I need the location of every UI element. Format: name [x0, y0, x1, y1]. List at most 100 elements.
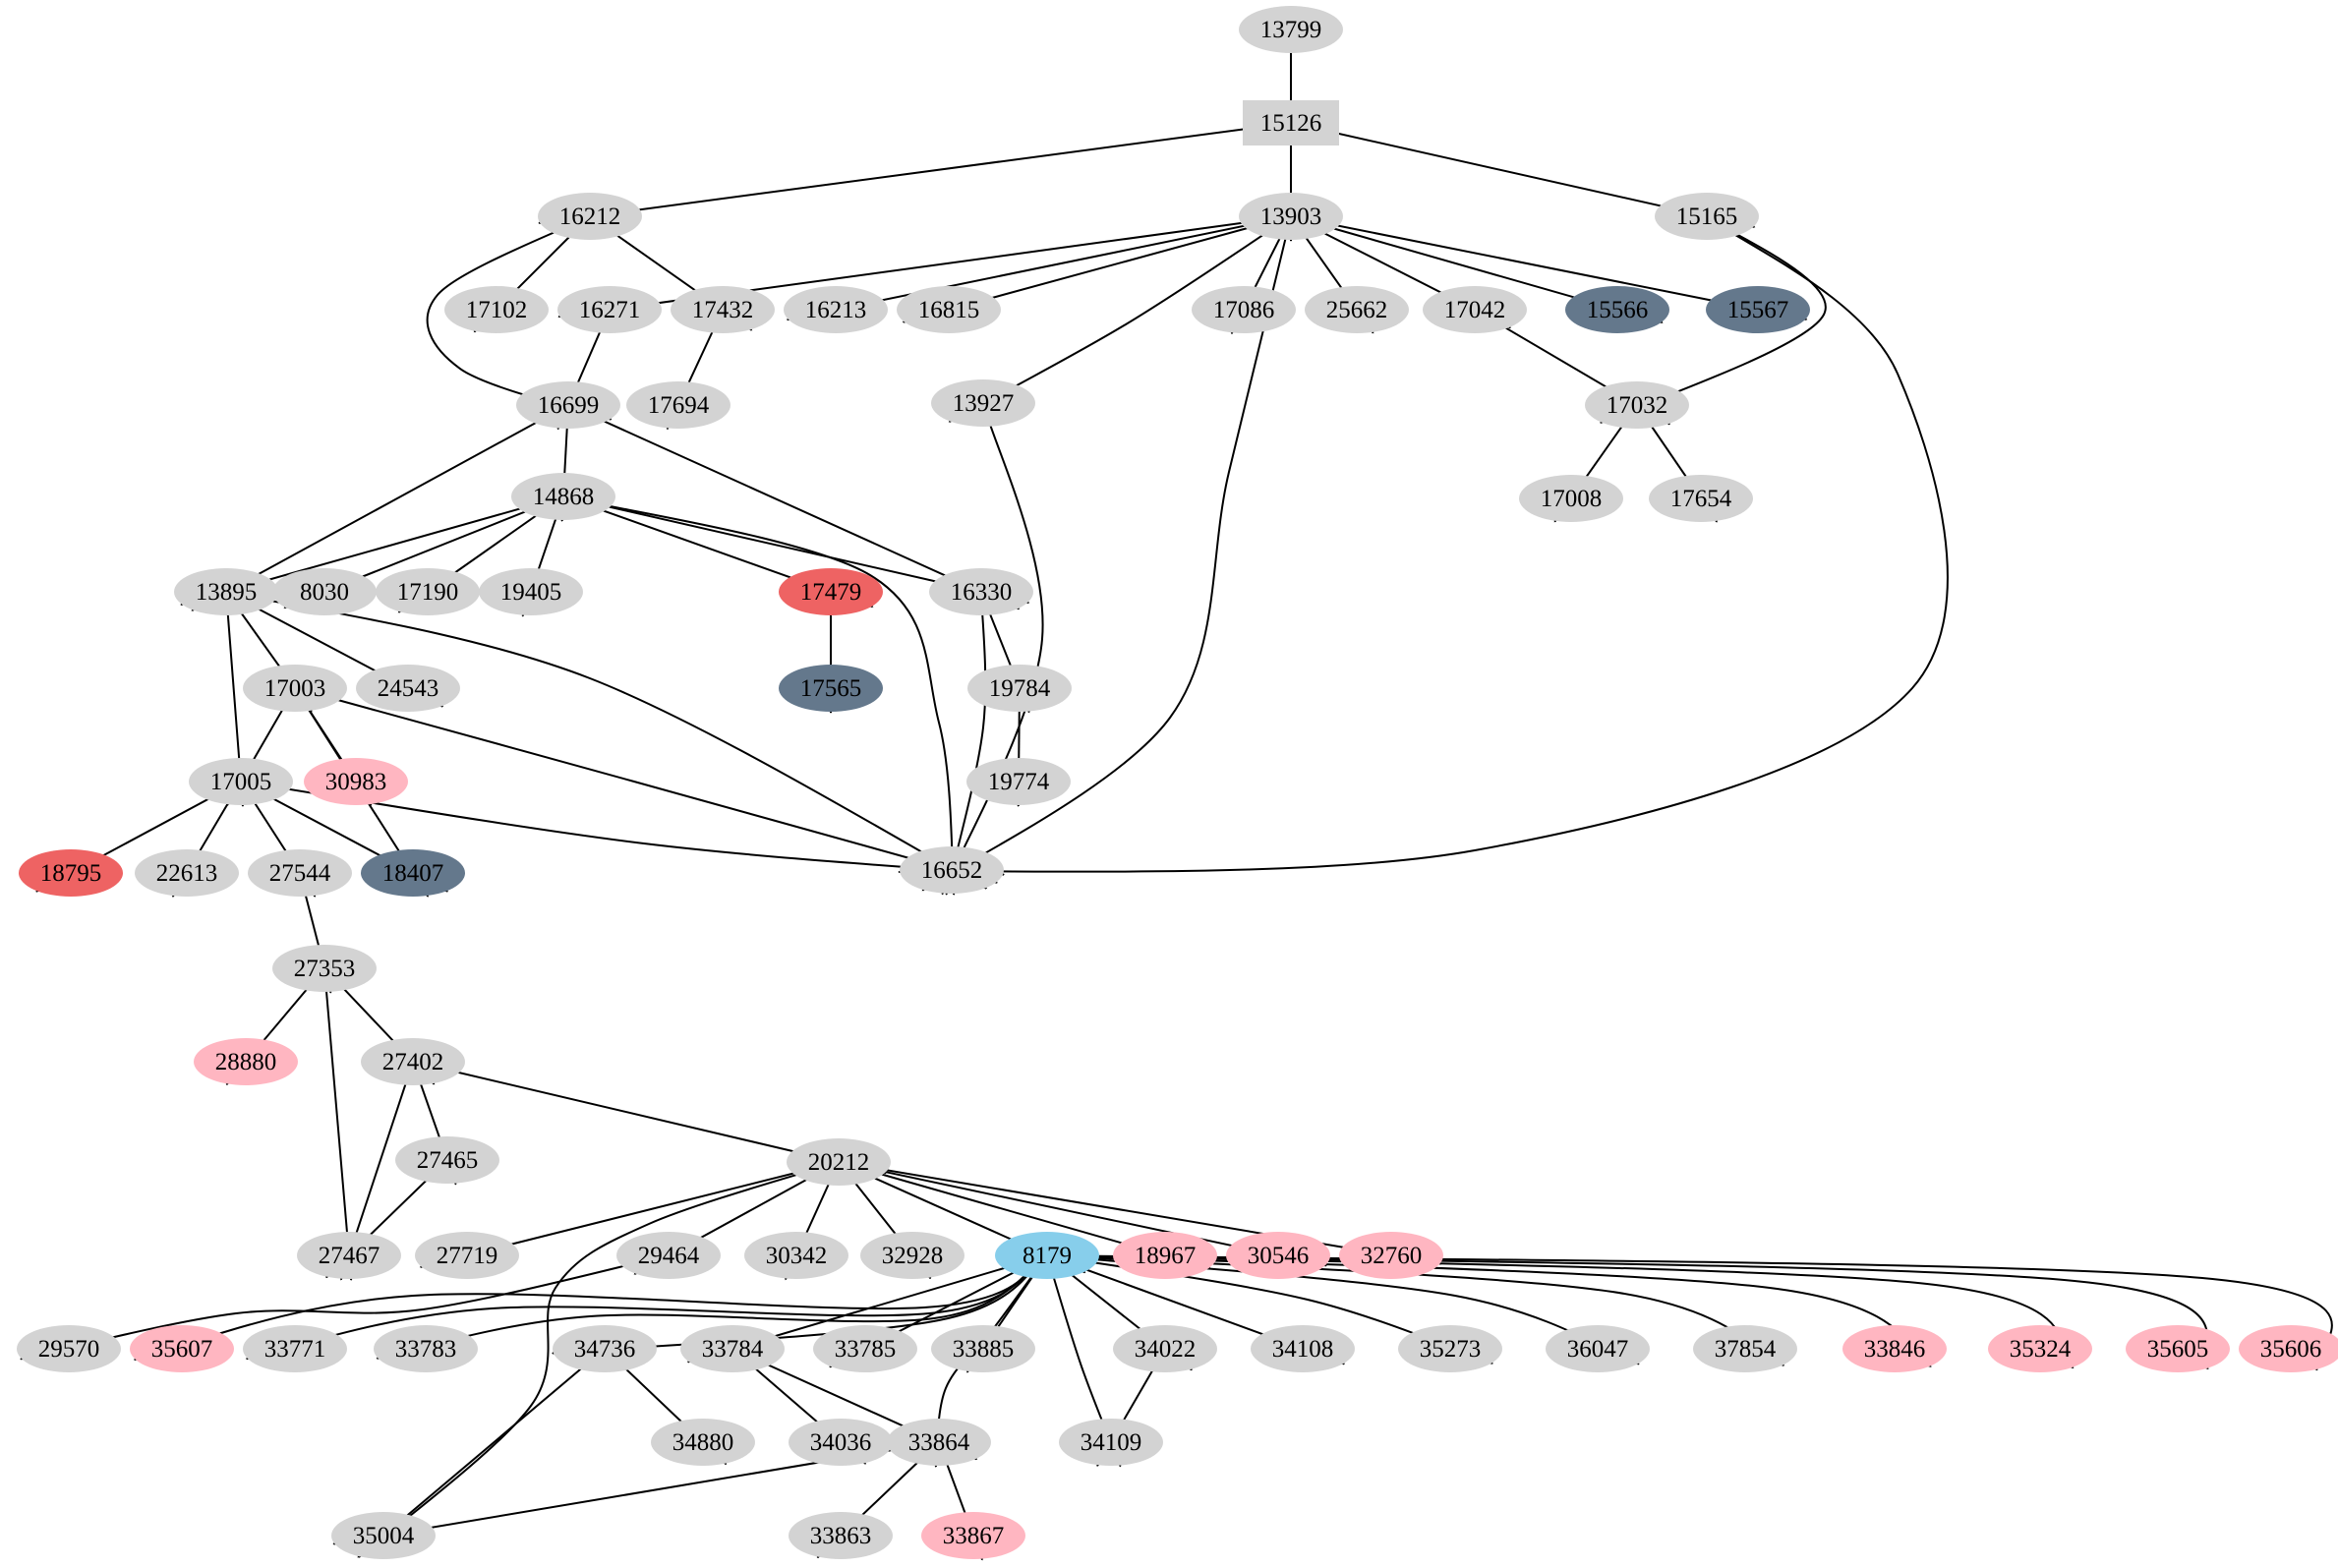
node-ellipse-shape	[1842, 1325, 1947, 1372]
graph-node-17654: 17654	[1649, 475, 1753, 522]
node-label: 35605	[2147, 1336, 2209, 1363]
graph-node-19784: 19784	[967, 665, 1072, 712]
node-ellipse-shape	[356, 665, 460, 712]
node-ellipse-shape	[189, 758, 293, 805]
node-ellipse-shape	[272, 945, 377, 992]
graph-node-28880: 28880	[194, 1038, 298, 1085]
node-label: 13799	[1260, 17, 1322, 43]
graph-node-37854: 37854	[1693, 1325, 1797, 1372]
node-ellipse-shape	[887, 1419, 991, 1466]
graph-edge-15165-16652	[898, 215, 1949, 877]
graph-node-33771: 33771	[243, 1325, 347, 1372]
node-ellipse-shape	[415, 1232, 519, 1279]
node-ellipse-shape	[1519, 475, 1623, 522]
node-ellipse-shape	[1239, 193, 1343, 240]
node-label: 37854	[1715, 1336, 1777, 1363]
graph-node-15126: 15126	[1243, 100, 1339, 145]
node-label: 30983	[325, 769, 387, 795]
node-label: 17008	[1541, 486, 1603, 512]
node-label: 17042	[1444, 297, 1506, 323]
graph-node-16271: 16271	[557, 286, 662, 333]
node-label: 34022	[1135, 1336, 1197, 1363]
node-label: 30342	[766, 1243, 828, 1269]
node-label: 19405	[500, 579, 562, 606]
graph-node-16330: 16330	[929, 568, 1033, 615]
node-label: 17654	[1670, 486, 1732, 512]
node-label: 35606	[2260, 1336, 2322, 1363]
node-label: 35324	[2010, 1336, 2072, 1363]
graph-node-17565: 17565	[779, 665, 883, 712]
graph-edge-14868-16652	[562, 495, 959, 896]
node-label: 8030	[300, 579, 349, 606]
node-label: 13895	[196, 579, 258, 606]
graph-node-34108: 34108	[1251, 1325, 1355, 1372]
graph-node-30546: 30546	[1226, 1232, 1330, 1279]
node-label: 16652	[921, 857, 983, 884]
graph-node-32928: 32928	[860, 1232, 964, 1279]
node-ellipse-shape	[1305, 286, 1409, 333]
graph-node-16815: 16815	[897, 286, 1001, 333]
graph-node-27544: 27544	[248, 849, 352, 897]
node-ellipse-shape	[243, 665, 347, 712]
node-label: 16699	[538, 392, 600, 419]
node-label: 33867	[943, 1523, 1005, 1549]
graph-node-33785: 33785	[813, 1325, 917, 1372]
node-label: 32760	[1361, 1243, 1423, 1269]
graph-node-34736: 34736	[553, 1325, 657, 1372]
graph-node-33864: 33864	[887, 1419, 991, 1466]
graph-node-17190: 17190	[376, 568, 480, 615]
graph-node-16213: 16213	[784, 286, 888, 333]
node-label: 34880	[672, 1429, 734, 1456]
graph-node-27402: 27402	[361, 1038, 465, 1085]
node-label: 33783	[395, 1336, 457, 1363]
node-ellipse-shape	[995, 1232, 1099, 1279]
graph-edge-16699-16330	[567, 404, 1021, 610]
graph-node-19405: 19405	[479, 568, 583, 615]
node-label: 15567	[1727, 297, 1789, 323]
node-ellipse-shape	[966, 758, 1071, 805]
node-ellipse-shape	[897, 286, 1001, 333]
graph-node-35607: 35607	[130, 1325, 234, 1372]
node-box-shape	[1243, 100, 1339, 145]
node-ellipse-shape	[479, 568, 583, 615]
node-label: 17086	[1213, 297, 1275, 323]
node-label: 17003	[264, 675, 326, 702]
graph-node-33846: 33846	[1842, 1325, 1947, 1372]
node-label: 17432	[692, 297, 754, 323]
node-ellipse-shape	[779, 568, 883, 615]
graph-edge-13927-16652	[941, 402, 1044, 896]
graph-edge-8179-35607	[133, 1254, 1048, 1363]
node-label: 15126	[1260, 110, 1322, 137]
node-ellipse-shape	[1649, 475, 1753, 522]
node-label: 33771	[264, 1336, 326, 1363]
node-label: 35273	[1420, 1336, 1482, 1363]
graph-node-30983: 30983	[304, 758, 408, 805]
node-label: 27353	[294, 956, 356, 982]
node-ellipse-shape	[1113, 1232, 1217, 1279]
graph-node-33867: 33867	[921, 1512, 1025, 1559]
node-label: 13903	[1260, 203, 1322, 230]
graph-node-19774: 19774	[966, 758, 1071, 805]
node-label: 18967	[1135, 1243, 1197, 1269]
node-label: 17479	[800, 579, 862, 606]
node-ellipse-shape	[680, 1325, 785, 1372]
graph-node-17008: 17008	[1519, 475, 1623, 522]
graph-node-18795: 18795	[19, 849, 123, 897]
node-label: 29570	[38, 1336, 100, 1363]
node-label: 16213	[805, 297, 867, 323]
graph-edge-15126-16212	[538, 122, 1292, 227]
node-label: 27465	[417, 1147, 479, 1174]
graph-node-15165: 15165	[1655, 193, 1759, 240]
graph-node-18967: 18967	[1113, 1232, 1217, 1279]
graph-edge-20212-32760	[838, 1161, 1442, 1267]
node-ellipse-shape	[174, 568, 278, 615]
graph-node-30342: 30342	[744, 1232, 848, 1279]
node-ellipse-shape	[967, 665, 1072, 712]
node-ellipse-shape	[395, 1136, 499, 1184]
node-ellipse-shape	[1706, 286, 1810, 333]
node-label: 24543	[378, 675, 439, 702]
node-label: 32928	[882, 1243, 944, 1269]
graph-node-34036: 34036	[789, 1419, 893, 1466]
node-ellipse-shape	[444, 286, 549, 333]
